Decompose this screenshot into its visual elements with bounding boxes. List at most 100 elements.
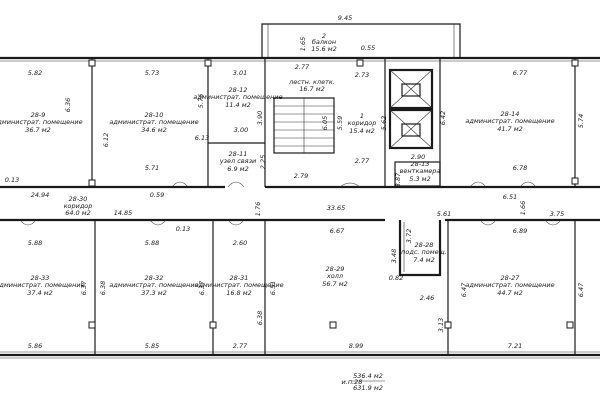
dimension-label: 5.86 [28,342,42,350]
dimension-label: 6.47 [577,282,585,297]
dimension-label: 0.13 [5,176,19,184]
room-name: балкон [312,38,336,46]
room-area: 16.7 м2 [299,85,325,93]
room-number: 1 [360,112,364,120]
dimension-label: 6.13 [195,134,209,142]
room-area: 41.7 м2 [497,125,523,133]
room-name: администрат. помещение [193,93,282,101]
dimension-label: 6.78 [513,164,527,172]
dimension-label: 6.89 [513,227,527,235]
dimension-label: 0.82 [389,274,403,282]
room-number: 28-12 [229,86,248,94]
dimension-label: 5.62 [380,116,388,130]
dimension-label: 1.76 [254,202,262,216]
room-number: 2 [322,32,326,40]
dimension-label: 6.51 [503,193,517,201]
dimension-label: 6.67 [330,227,345,235]
dimension-label: 5.88 [28,239,42,247]
dimension-label: 3.01 [233,69,247,77]
room-name: холл [326,272,343,280]
dimension-label: 3.48 [390,249,398,263]
room-number: 28-31 [230,274,249,282]
dimension-label: 3.72 [405,229,413,243]
dimension-label: 2.73 [355,71,369,79]
dimension-label: 6.37 [198,280,206,295]
room-name: лестн. клетк. [288,78,335,86]
dimension-label: 2.60 [233,239,247,247]
balcony-rail [261,23,461,57]
room-number: 28-29 [326,265,345,273]
room-area: 34.6 м2 [141,126,167,134]
dimension-label: 3.13 [437,318,445,332]
dimension-label: 2.77 [355,157,370,165]
room-name: коридор [348,119,377,127]
dimension-label: 6.37 [80,280,88,295]
dimension-label: 3.00 [234,126,248,134]
dimension-label: 6.05 [321,116,329,130]
dimension-label: 5.73 [145,69,159,77]
room-number: 28-9 [31,111,46,119]
lift-shaft-2 [388,108,434,150]
dimension-label: 2.77 [295,63,310,71]
dimension-label: 5.82 [28,69,42,77]
dimension-label: 2.79 [294,172,308,180]
room-area: 64.0 м2 [65,209,91,217]
dimension-label: 5.61 [437,210,451,218]
dimension-label: 2.46 [420,294,434,302]
dimension-label: 2.90 [411,153,425,161]
room-number: 28-27 [501,274,521,282]
dimension-label: 5.76 [197,94,205,108]
room-name: администрат. помещение [109,281,198,289]
room-number: 28-30 [69,195,88,203]
room-name: подс. помещ. [401,248,447,256]
room-labels: 2 балкон 15.6 м2 28-9 администрат. помещ… [0,32,555,297]
room-name: администрат. помещение [0,281,85,289]
room-area: 56.7 м2 [322,280,348,288]
dimension-label: 5.71 [145,164,159,172]
room-name: администрат. помещение [194,281,283,289]
room-name: администрат. помещение [465,281,554,289]
room-name: узел связи [219,157,257,165]
door-swings [19,181,562,226]
room-number: 28-28 [415,241,434,249]
dimension-label: 1.65 [299,37,307,51]
room-name: коридор [64,202,93,210]
dimension-label: 6.51 [269,281,277,295]
room-area: 16.8 м2 [226,289,252,297]
lift-shaft-1 [388,68,434,110]
floor-summary-area-2: 631.9 м2 [353,384,383,392]
columns [88,59,579,329]
dimension-label: 5.59 [336,116,344,130]
room-area: 36.7 м2 [25,126,51,134]
room-name: венткамера [400,167,441,175]
room-name: администрат. помещение [0,118,83,126]
dimension-label: 14.85 [114,209,133,217]
dimension-label: 8.99 [349,342,363,350]
dimension-label: 5.88 [145,239,159,247]
dimension-label: 3.75 [550,210,564,218]
room-name: администрат. помещение [109,118,198,126]
room-area: 37.4 м2 [27,289,53,297]
dimension-label: 6.38 [256,311,264,325]
room-area: 44.7 м2 [497,289,523,297]
dimension-label: 6.36 [64,98,72,112]
dimension-label: 6.38 [99,281,107,295]
dimension-label: 3.90 [256,111,264,125]
room-number: 28-10 [145,111,164,119]
dimension-label: 0.13 [176,225,190,233]
room-area: 11.4 м2 [225,101,251,109]
dimension-label: 6.77 [513,69,528,77]
room-area: 7.4 м2 [413,256,434,264]
dimension-label: 24.94 [31,191,50,199]
dimension-label: 0.59 [150,191,164,199]
room-number: 28-14 [501,110,520,118]
room-area: 15.4 м2 [349,127,375,135]
dimension-label: 33.65 [327,204,346,212]
dimension-label: 1.66 [519,201,527,215]
dimension-label: 5.85 [145,342,159,350]
floor-summary: и.п.28 536.4 м2 631.9 м2 [342,372,385,392]
room-area: 15.6 м2 [311,45,337,53]
floor-summary-label: и.п.28 [342,378,363,386]
